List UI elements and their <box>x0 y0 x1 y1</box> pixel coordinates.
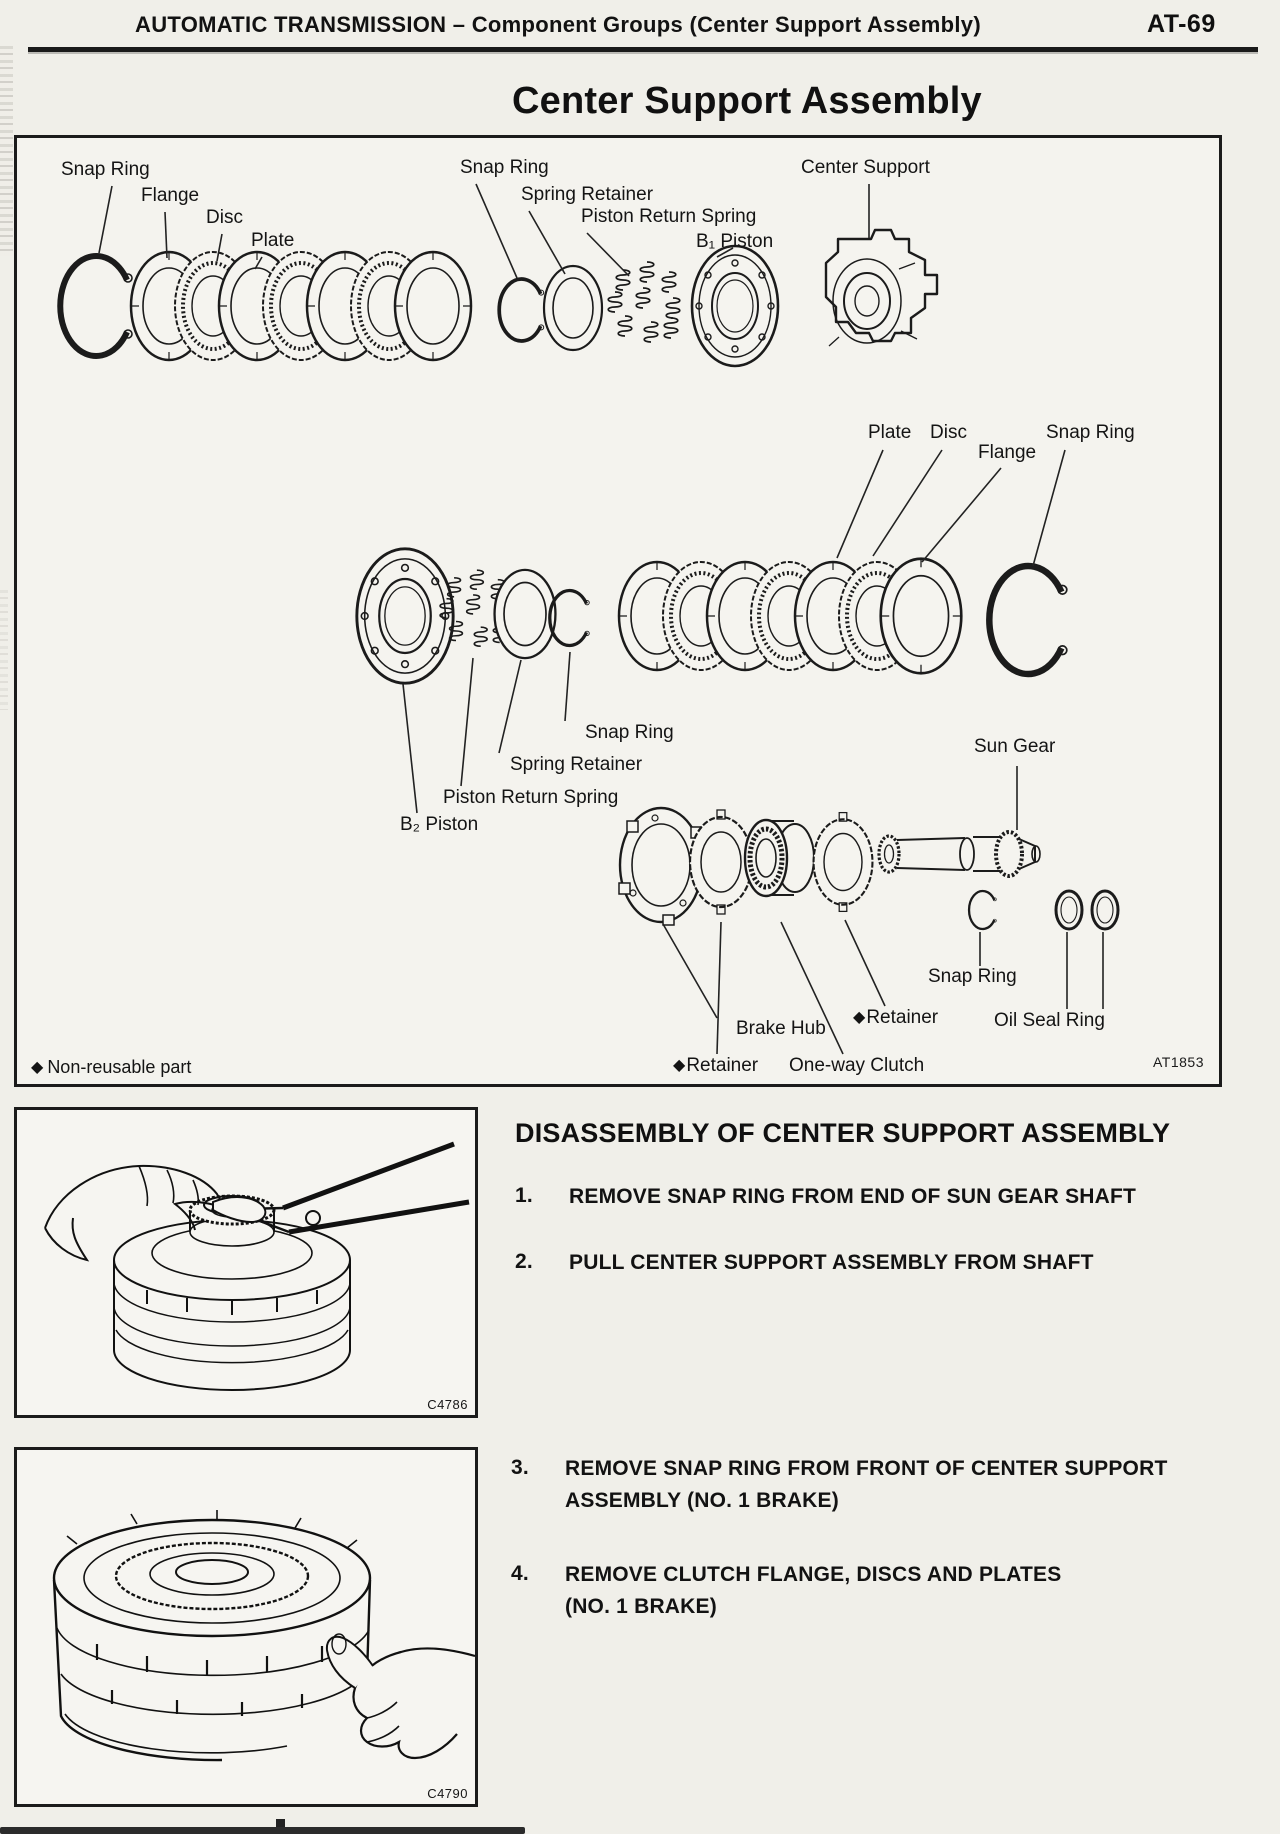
scan-artifact-left-2 <box>0 590 8 710</box>
part-label-retainer-1: ◆Retainer <box>853 1008 938 1028</box>
scan-artifact-tick <box>276 1819 285 1827</box>
part-label-retainer-1-text: Retainer <box>866 1007 939 1028</box>
part-label-oil-seal-ring: Oil Seal Ring <box>994 1010 1105 1031</box>
step-2: 2. PULL CENTER SUPPORT ASSEMBLY FROM SHA… <box>515 1250 1094 1282</box>
exploded-diagram <box>17 183 1120 1055</box>
step-2-number: 2. <box>515 1250 533 1273</box>
part-label-snap-ring-5: Snap Ring <box>928 966 1017 987</box>
step-4-number: 4. <box>511 1562 529 1585</box>
step-3-text-line-1: REMOVE SNAP RING FROM FRONT OF CENTER SU… <box>565 1457 1168 1480</box>
part-label-one-way-clutch: One-way Clutch <box>789 1055 925 1076</box>
part-label-sun-gear: Sun Gear <box>974 736 1056 757</box>
part-label-piston-return-spring-1: Piston Return Spring <box>581 206 757 227</box>
figure-title: Center Support Assembly <box>512 80 982 122</box>
step-1-text: REMOVE SNAP RING FROM END OF SUN GEAR SH… <box>569 1185 1137 1208</box>
photo-figure-1: C4786 <box>14 1107 478 1418</box>
header-title: AUTOMATIC TRANSMISSION – Component Group… <box>135 12 981 37</box>
photo-illustration-2 <box>52 1510 475 1762</box>
part-label-retainer-2-text: Retainer <box>686 1055 759 1076</box>
part-label-flange-2: Flange <box>978 442 1037 463</box>
header-rule <box>28 47 1258 52</box>
part-label-snap-ring-4: Snap Ring <box>585 722 674 743</box>
section-heading: DISASSEMBLY OF CENTER SUPPORT ASSEMBLY <box>515 1118 1171 1148</box>
photo-code-1: C4786 <box>427 1397 468 1412</box>
step-3-number: 3. <box>511 1456 529 1479</box>
scan-artifact-left <box>0 46 13 256</box>
step-2-text: PULL CENTER SUPPORT ASSEMBLY FROM SHAFT <box>569 1251 1094 1274</box>
part-label-plate-2: Plate <box>868 422 912 443</box>
exploded-diagram-figure: Snap Ring Flange Disc Plate Snap Ring Sp… <box>14 135 1222 1087</box>
part-label-snap-ring-2: Snap Ring <box>460 157 549 178</box>
part-label-piston-return-spring-2: Piston Return Spring <box>443 787 619 808</box>
step-4: 4. REMOVE CLUTCH FLANGE, DISCS AND PLATE… <box>511 1562 1061 1626</box>
photo-illustration-1 <box>44 1141 470 1391</box>
scan-artifact-bottom-bar <box>0 1827 525 1834</box>
non-reusable-diamond-icon: ◆ <box>31 1059 44 1076</box>
photo-code-2: C4790 <box>427 1786 468 1801</box>
step-1: 1. REMOVE SNAP RING FROM END OF SUN GEAR… <box>515 1184 1136 1216</box>
part-label-snap-ring-3: Snap Ring <box>1046 422 1135 443</box>
photo-figure-2: C4790 <box>14 1447 478 1807</box>
step-3-text-line-2: ASSEMBLY (NO. 1 BRAKE) <box>565 1489 839 1513</box>
part-label-center-support: Center Support <box>801 157 930 178</box>
step-3: 3. REMOVE SNAP RING FROM FRONT OF CENTER… <box>511 1456 1167 1520</box>
legend-non-reusable: ◆Non-reusable part <box>31 1058 191 1078</box>
legend-label: Non-reusable part <box>47 1057 192 1077</box>
step-4-text-line-1: REMOVE CLUTCH FLANGE, DISCS AND PLATES <box>565 1563 1062 1586</box>
part-label-disc-1: Disc <box>206 207 243 228</box>
part-label-snap-ring-1: Snap Ring <box>61 159 150 180</box>
part-label-disc-2: Disc <box>930 422 967 443</box>
non-reusable-diamond-icon: ◆ <box>673 1057 686 1074</box>
part-label-b2-piston: B₂ Piston <box>400 814 479 835</box>
part-label-flange-1: Flange <box>141 185 200 206</box>
part-label-spring-retainer-2: Spring Retainer <box>510 754 643 775</box>
step-1-number: 1. <box>515 1184 533 1207</box>
header-page-code: AT-69 <box>1147 10 1216 38</box>
part-label-retainer-2: ◆Retainer <box>673 1056 758 1076</box>
part-label-brake-hub: Brake Hub <box>736 1018 826 1039</box>
figure-code: AT1853 <box>1153 1054 1204 1070</box>
part-label-b1-piston: B₁ Piston <box>696 231 774 252</box>
non-reusable-diamond-icon: ◆ <box>853 1009 866 1026</box>
part-label-plate-1: Plate <box>251 230 295 251</box>
part-label-spring-retainer-1: Spring Retainer <box>521 184 654 205</box>
step-4-text-line-2: (NO. 1 BRAKE) <box>565 1595 717 1619</box>
